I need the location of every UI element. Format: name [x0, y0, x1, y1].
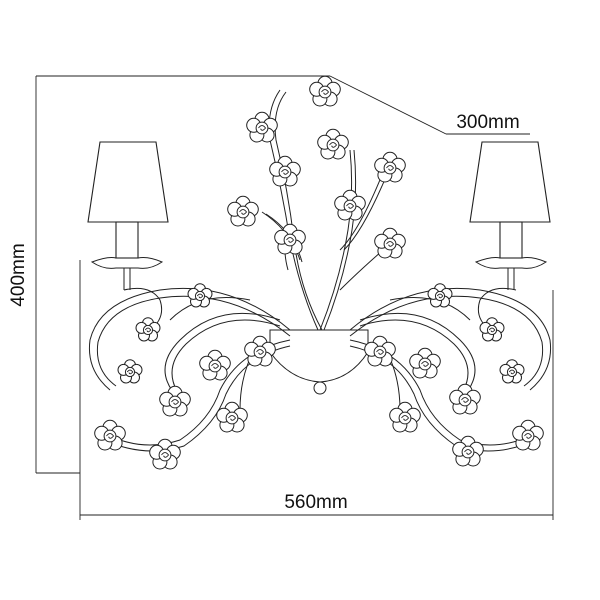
left-lamp	[87, 141, 169, 290]
rose-flower	[244, 335, 276, 367]
rose-flower	[512, 419, 544, 451]
roses-group	[94, 75, 544, 470]
back-plate	[269, 329, 369, 383]
width-dimension: 560mm	[79, 260, 554, 520]
wall-plate	[269, 329, 369, 395]
finial	[313, 381, 327, 395]
central-stems	[261, 89, 391, 331]
left-arms	[88, 287, 291, 452]
depth-label: 300mm	[456, 112, 519, 133]
rose-flower	[317, 128, 349, 160]
rose-flower	[499, 359, 525, 384]
left-drip-cup	[90, 257, 164, 269]
rose-flower	[159, 385, 191, 417]
rose-flower	[135, 317, 161, 342]
rose-flower	[449, 383, 481, 415]
height-label: 400mm	[8, 243, 29, 306]
rose-flower	[479, 317, 505, 342]
left-lamp-shade	[87, 141, 169, 223]
depth-dimension: 300mm	[329, 75, 530, 135]
rose-flower	[149, 438, 181, 470]
rose-flower	[117, 359, 143, 384]
rose-flower	[364, 335, 396, 367]
rose-flower	[409, 347, 441, 379]
rose-flower	[199, 349, 231, 381]
width-label: 560mm	[284, 492, 347, 513]
right-lamp-shade	[469, 141, 551, 223]
rose-flower	[452, 435, 484, 467]
right-candle-sleeve	[499, 221, 523, 259]
rose-flower	[94, 419, 126, 451]
height-dimension: 400mm	[8, 75, 330, 474]
right-drip-cup	[474, 257, 548, 269]
depth-leader-line	[329, 75, 447, 135]
right-lamp	[469, 141, 551, 290]
rose-flower	[309, 75, 341, 107]
rose-flower	[427, 283, 453, 308]
rose-flower	[216, 401, 248, 433]
rose-flower	[389, 401, 421, 433]
rose-flower	[374, 227, 406, 259]
rose-flower	[334, 189, 366, 221]
rose-flower	[374, 151, 406, 183]
rose-flower	[227, 195, 259, 227]
rose-flower	[187, 283, 213, 308]
left-candle-sleeve	[115, 221, 139, 259]
rose-flower	[274, 223, 306, 255]
rose-flower	[269, 155, 301, 187]
rose-flower	[246, 111, 278, 143]
